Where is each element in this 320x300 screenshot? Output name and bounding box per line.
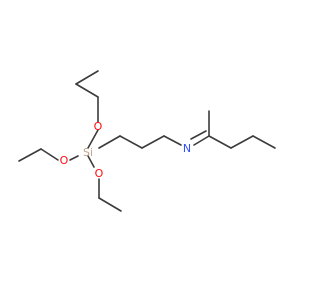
atom-labels: O O Si O N bbox=[60, 120, 191, 180]
oxygen-atom-bottom: O bbox=[95, 167, 104, 180]
bond-n-c-imine-b bbox=[190, 130, 207, 140]
bond-c3-n bbox=[163, 135, 182, 146]
bond-ethyl-left bbox=[18, 148, 42, 162]
bonds bbox=[18, 70, 276, 212]
bond-ethyl-top-1 bbox=[75, 83, 99, 98]
silicon-atom: Si bbox=[83, 146, 93, 159]
bond-si-o-top bbox=[87, 129, 99, 149]
bond-ethyl-bottom bbox=[98, 197, 122, 212]
oxygen-atom-top: O bbox=[94, 120, 103, 133]
nitrogen-atom: N bbox=[183, 142, 191, 155]
bond-si-o-left bbox=[69, 155, 79, 161]
bond-c4-c5 bbox=[230, 135, 254, 149]
molecule-structure-diagram: O O Si O N bbox=[18, 70, 276, 212]
bond-n-c-imine-a bbox=[193, 135, 210, 146]
oxygen-atom-left: O bbox=[60, 154, 69, 167]
bond-si-o-bottom bbox=[87, 155, 95, 168]
bond-c2-c3 bbox=[141, 135, 165, 149]
bond-si-c1 bbox=[98, 135, 121, 149]
bond-ethyl-top-2 bbox=[75, 70, 99, 85]
bond-c1-c2 bbox=[119, 135, 143, 149]
bond-c5-c6 bbox=[252, 135, 276, 149]
bond-c-imine-c4 bbox=[208, 135, 232, 149]
bond-o-left-ch2 bbox=[40, 148, 59, 161]
